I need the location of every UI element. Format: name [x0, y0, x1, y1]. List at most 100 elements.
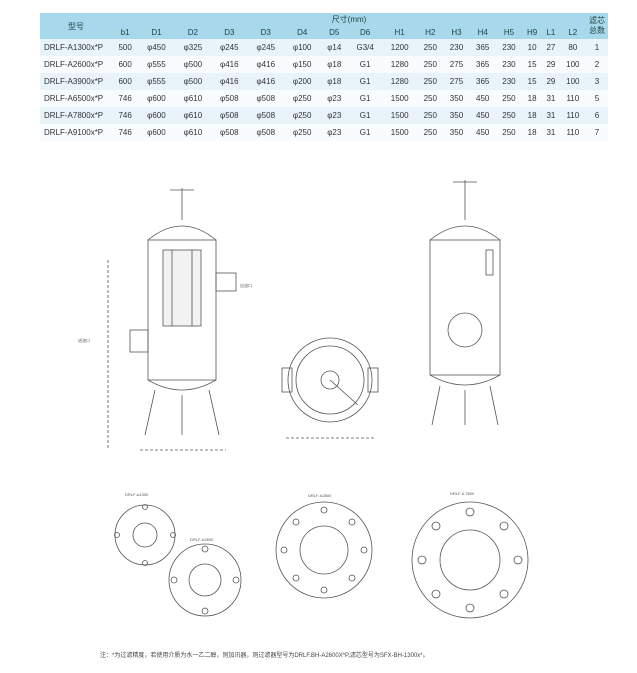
- column-header: H9: [522, 26, 543, 39]
- column-header: D3: [247, 26, 284, 39]
- column-header: H3: [443, 26, 470, 39]
- table-cell: 100: [559, 73, 586, 90]
- table-cell: 110: [559, 107, 586, 124]
- table-cell: φ416: [247, 56, 284, 73]
- table-cell: 250: [417, 107, 444, 124]
- table-cell: 500: [112, 39, 139, 56]
- table-cell: 31: [542, 90, 560, 107]
- flange-drawing-1: [114, 504, 176, 566]
- table-cell: φ600: [138, 107, 175, 124]
- column-header: H4: [469, 26, 496, 39]
- column-header: D2: [174, 26, 212, 39]
- table-cell: φ23: [320, 107, 349, 124]
- table-cell: 250: [417, 90, 444, 107]
- model-header: 型号: [40, 13, 112, 39]
- flange-drawing-3: [275, 501, 373, 599]
- table-cell: 6: [586, 107, 608, 124]
- table-cell: φ500: [174, 56, 212, 73]
- column-header: D3: [211, 26, 248, 39]
- table-cell: 746: [112, 107, 139, 124]
- table-cell: φ610: [174, 124, 212, 141]
- table-cell: 350: [443, 107, 470, 124]
- table-cell: 450: [469, 107, 496, 124]
- table-cell: 746: [112, 124, 139, 141]
- model-cell: DRLF-A1300x*P: [40, 39, 112, 56]
- table-cell: 230: [443, 39, 470, 56]
- table-cell: φ508: [247, 90, 284, 107]
- column-header: H5: [495, 26, 523, 39]
- table-cell: φ450: [138, 39, 175, 56]
- model-cell: DRLF-A2600x*P: [40, 56, 112, 73]
- table-cell: 250: [417, 124, 444, 141]
- footnote: 注：*为过滤精度，若使用介质为水一乙二醇，则加讯器，则过滤器型号为DRLF.BH…: [100, 653, 429, 659]
- table-cell: φ23: [320, 124, 349, 141]
- outlet-label: 出油口: [240, 282, 252, 288]
- column-header: D5: [320, 26, 349, 39]
- table-cell: 250: [417, 56, 444, 73]
- table-cell: φ325: [174, 39, 212, 56]
- table-cell: G3/4: [348, 39, 383, 56]
- cores-header: 滤芯 总数: [586, 13, 608, 39]
- table-cell: φ14: [320, 39, 349, 56]
- table-cell: G1: [348, 107, 383, 124]
- table-cell: φ610: [174, 90, 212, 107]
- table-cell: 450: [469, 90, 496, 107]
- filter-top-view: [281, 337, 379, 439]
- column-header: H1: [382, 26, 418, 39]
- table-cell: 1500: [382, 124, 418, 141]
- table-cell: φ100: [283, 39, 321, 56]
- table-cell: 350: [443, 124, 470, 141]
- table-cell: 1500: [382, 107, 418, 124]
- filter-side-view: [429, 180, 501, 426]
- table-cell: φ245: [247, 39, 284, 56]
- table-cell: φ508: [211, 124, 248, 141]
- table-cell: φ508: [211, 90, 248, 107]
- column-header: L1: [542, 26, 560, 39]
- drawing-area: 出油口 进油口 DRLF-A1300 DRLF-A2600 DRLF-A2800…: [78, 180, 529, 619]
- table-cell: φ245: [211, 39, 248, 56]
- model-cell: DRLF-A6500x*P: [40, 90, 112, 107]
- table-cell: 250: [495, 90, 523, 107]
- table-cell: φ18: [320, 56, 349, 73]
- table-cell: 110: [559, 90, 586, 107]
- table-cell: 2: [586, 56, 608, 73]
- flange-drawing-2: [168, 543, 242, 617]
- table-cell: φ416: [211, 73, 248, 90]
- table-cell: 230: [495, 73, 523, 90]
- table-cell: 15: [522, 56, 543, 73]
- table-cell: 250: [495, 124, 523, 141]
- table-cell: φ250: [283, 90, 321, 107]
- table-cell: 1280: [382, 73, 418, 90]
- column-header: b1: [112, 26, 139, 39]
- table-cell: φ500: [174, 73, 212, 90]
- table-cell: 365: [469, 39, 496, 56]
- table-cell: G1: [348, 73, 383, 90]
- table-cell: 450: [469, 124, 496, 141]
- column-header: D6: [348, 26, 383, 39]
- table-cell: 18: [522, 90, 543, 107]
- model-cell: DRLF-A3900x*P: [40, 73, 112, 90]
- table-cell: 350: [443, 90, 470, 107]
- flange1-label: DRLF-A1300: [125, 492, 149, 497]
- table-cell: 29: [542, 73, 560, 90]
- table-cell: φ416: [211, 56, 248, 73]
- flange4-label: DRLF-A 7800: [450, 491, 475, 496]
- model-cell: DRLF-A9100x*P: [40, 124, 112, 141]
- table-cell: 1: [586, 39, 608, 56]
- table-cell: φ150: [283, 56, 321, 73]
- table-cell: φ200: [283, 73, 321, 90]
- table-cell: φ416: [247, 73, 284, 90]
- table-cell: 27: [542, 39, 560, 56]
- table-cell: φ555: [138, 56, 175, 73]
- table-cell: 365: [469, 73, 496, 90]
- table-cell: 275: [443, 73, 470, 90]
- table-cell: G1: [348, 90, 383, 107]
- table-cell: φ18: [320, 73, 349, 90]
- table-cell: 15: [522, 73, 543, 90]
- table-cell: 1280: [382, 56, 418, 73]
- table-cell: 250: [417, 73, 444, 90]
